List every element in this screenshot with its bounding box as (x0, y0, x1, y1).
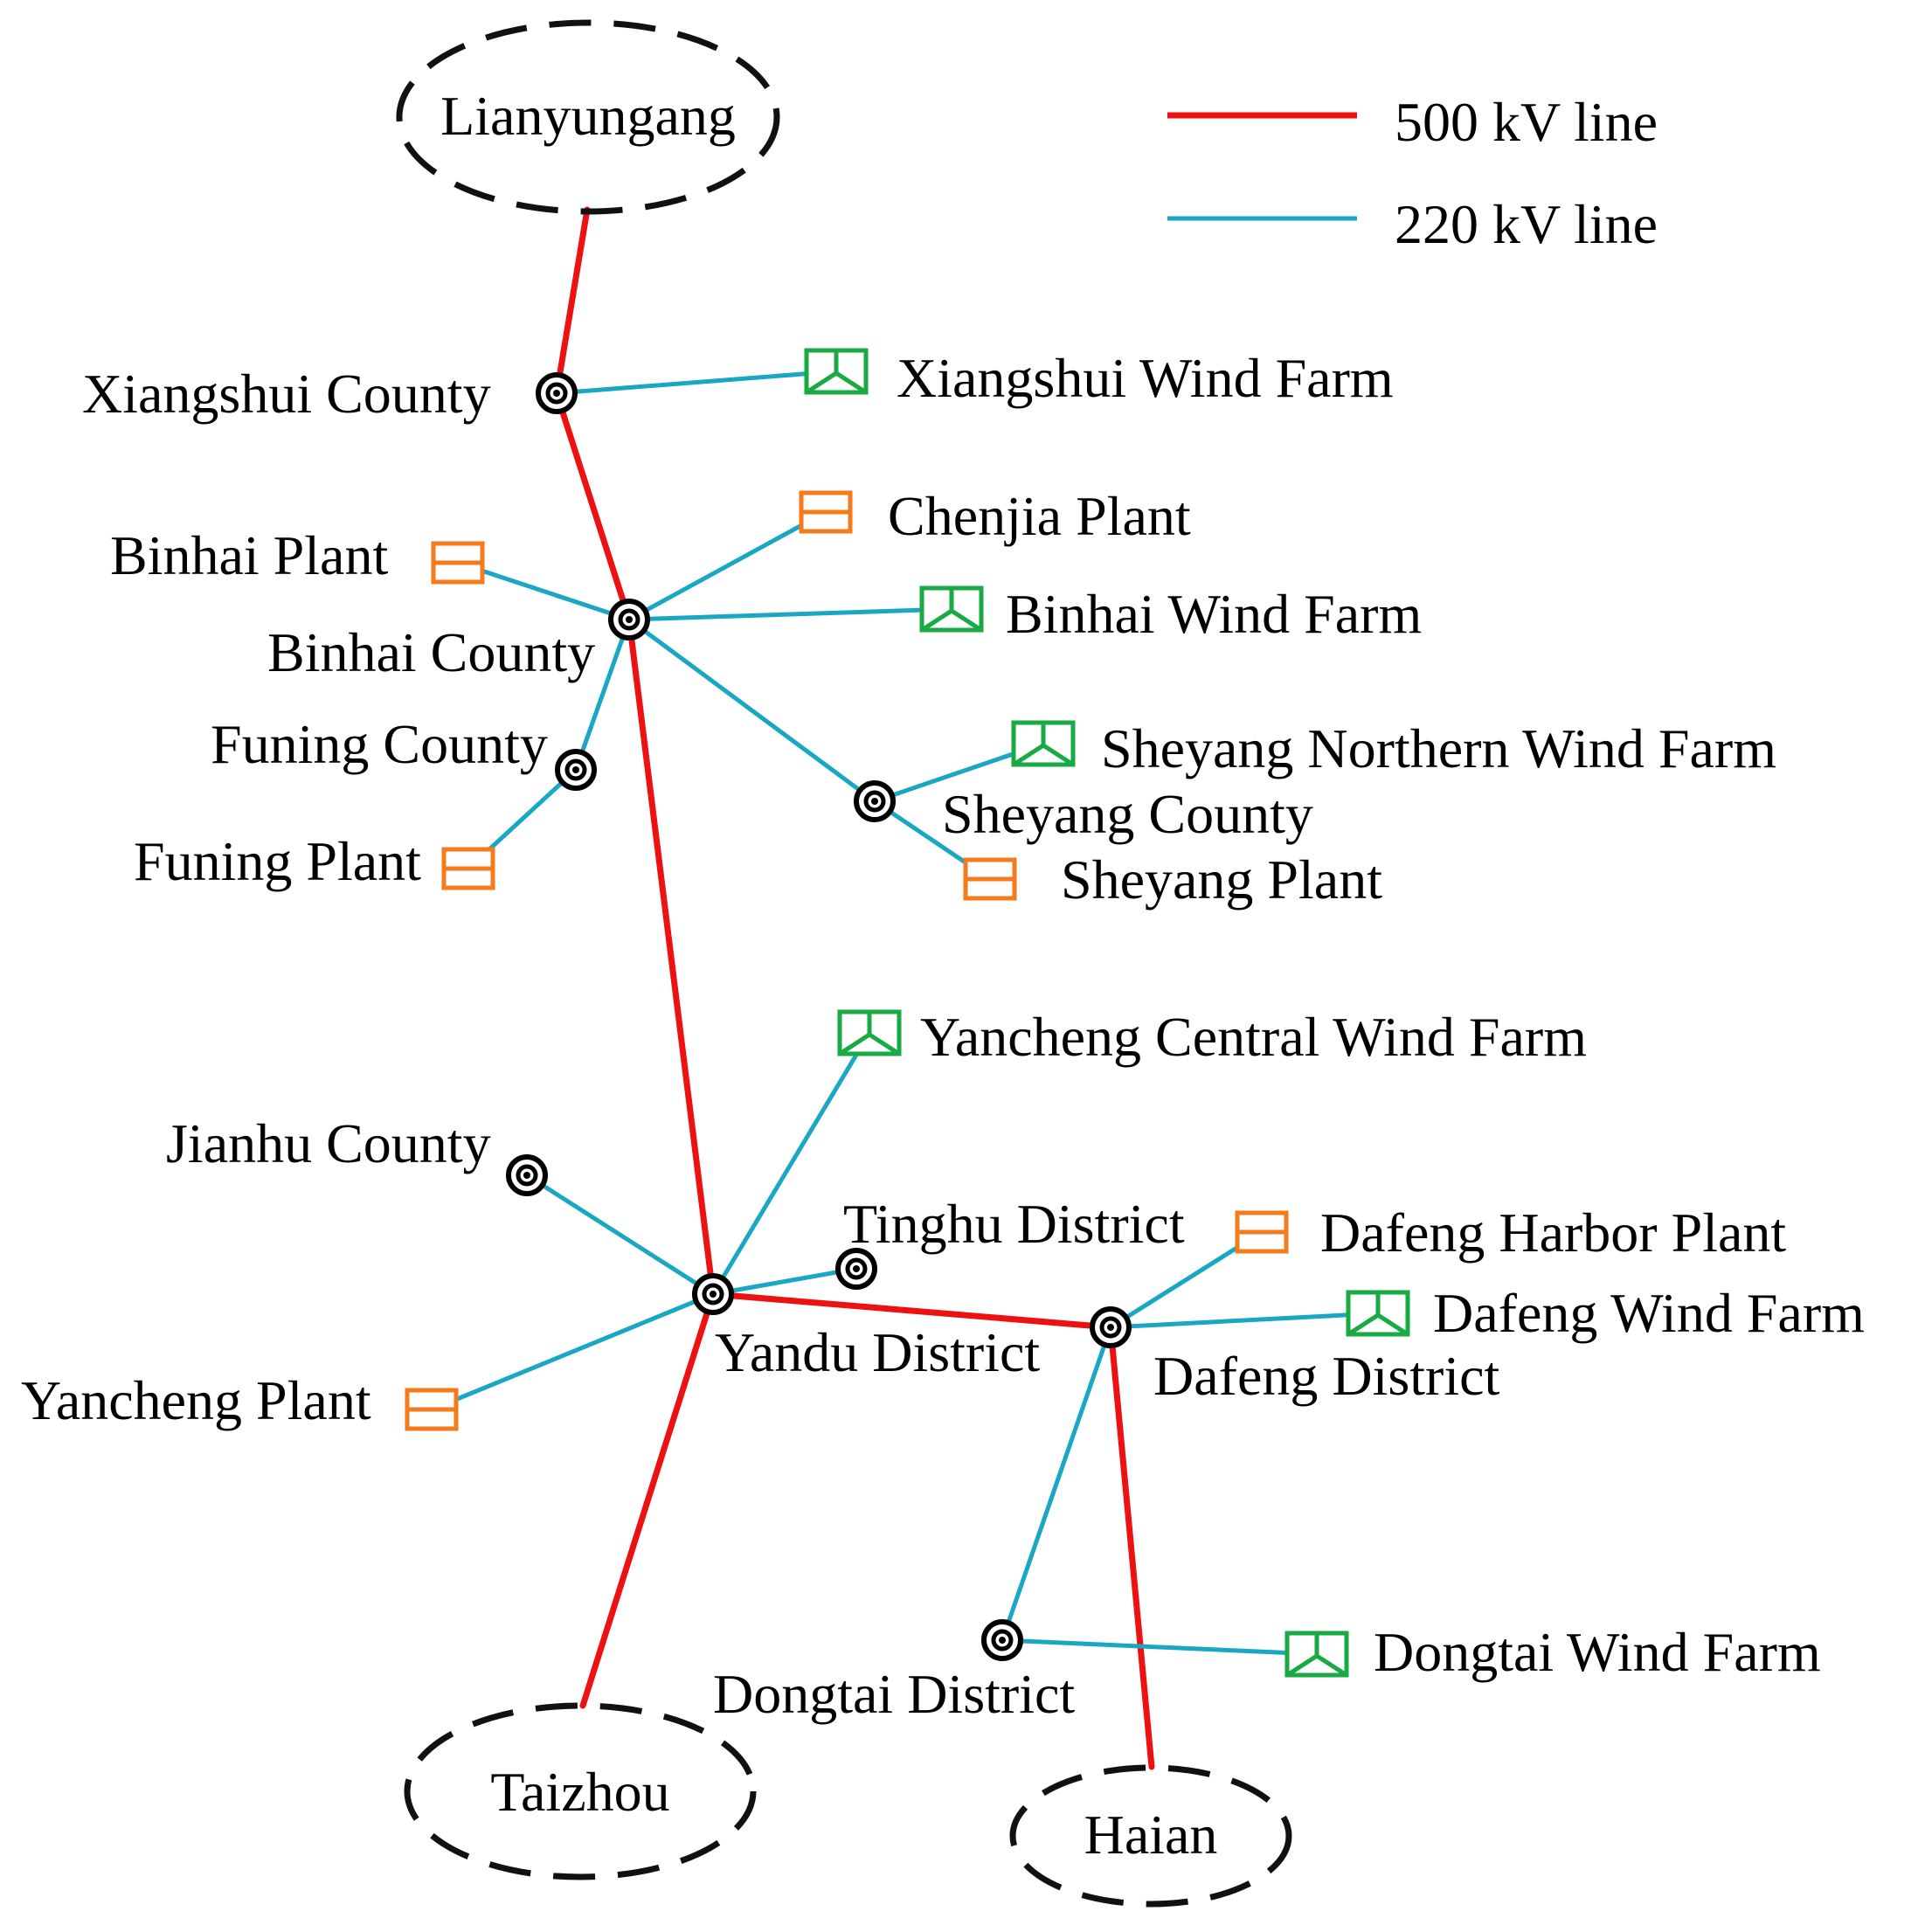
label-binhai-plant: Binhai Plant (110, 524, 388, 586)
label-yancheng-plant: Yancheng Plant (21, 1369, 371, 1431)
label-funing-county: Funing County (211, 713, 548, 775)
line-yandu-tinghu (710, 1266, 859, 1297)
label-dongtai-district: Dongtai District (713, 1663, 1075, 1725)
label-yancheng-central-wind: Yancheng Central Wind Farm (920, 1006, 1587, 1068)
line-binhai-plant-binhai (455, 560, 632, 622)
substation-icon (692, 1273, 734, 1315)
line-dafeng-dafeng-wind (1108, 1311, 1381, 1330)
label-jianhu-county: Jianhu County (166, 1112, 491, 1174)
line-dongtai-dongtai-wind (1000, 1638, 1319, 1657)
line-yandu-yancheng-central-wind (710, 1030, 872, 1297)
label-lianyungang: Lianyungang (440, 85, 736, 147)
legend-500kv-label: 500 kV line (1395, 91, 1658, 153)
label-funing-plant: Funing Plant (134, 830, 421, 892)
node-symbols (396, 19, 1410, 1908)
wind-farm-icon (1346, 1290, 1410, 1337)
label-sheyang-county: Sheyang County (942, 783, 1313, 845)
line-binhai-yandu (626, 616, 717, 1298)
external-grid-icon (396, 19, 780, 215)
line-dafeng-haian (1107, 1324, 1155, 1770)
substation-icon (608, 599, 650, 641)
label-taizhou: Taizhou (490, 1761, 669, 1823)
substation-icon (555, 749, 597, 791)
external-grid-icon (1009, 1764, 1292, 1908)
line-binhai-funing (573, 617, 632, 772)
power-plant-icon (441, 847, 495, 890)
substation-icon (536, 372, 578, 414)
line-jianhu-yandu (524, 1173, 716, 1297)
line-xiangshui-binhai (553, 390, 633, 623)
label-dongtai-wind: Dongtai Wind Farm (1374, 1621, 1821, 1683)
label-dafeng-district: Dafeng District (1153, 1345, 1500, 1407)
line-yancheng-plant-yandu (429, 1291, 716, 1412)
legend-220kv-label: 220 kV line (1395, 193, 1658, 255)
label-binhai-wind: Binhai Wind Farm (1006, 583, 1422, 645)
node-labels: Lianyungang Taizhou Haian Xiangshui Coun… (21, 85, 1865, 1866)
power-plant-icon (799, 490, 853, 534)
connection-lines (429, 206, 1381, 1770)
substation-icon (835, 1248, 877, 1290)
label-sheyang-north-wind: Sheyang Northern Wind Farm (1101, 717, 1776, 779)
label-dafeng-harbor-plant: Dafeng Harbor Plant (1320, 1201, 1786, 1264)
power-plant-icon (405, 1388, 459, 1431)
legend: 500 kV line 220 kV line (1167, 91, 1658, 255)
line-lianyungang-xiangshui (553, 206, 591, 397)
substation-icon (981, 1619, 1023, 1661)
wind-farm-icon (804, 348, 869, 395)
line-yandu-dafeng (710, 1291, 1114, 1331)
label-dafeng-wind: Dafeng Wind Farm (1433, 1282, 1865, 1344)
wind-farm-icon (1284, 1631, 1349, 1678)
wind-farm-icon (919, 585, 984, 633)
label-chenjia-plant: Chenjia Plant (888, 485, 1191, 547)
power-plant-icon (1235, 1210, 1289, 1254)
substation-icon (506, 1154, 548, 1196)
line-xiangshui-xiangshui-wind (554, 369, 839, 396)
substation-icon (1090, 1306, 1132, 1348)
external-grid-icon (404, 1702, 757, 1880)
label-xiangshui-wind: Xiangshui Wind Farm (897, 347, 1394, 409)
label-xiangshui-county: Xiangshui County (82, 363, 491, 425)
power-plant-icon (431, 541, 485, 585)
label-tinghu-district: Tinghu District (843, 1193, 1185, 1255)
line-binhai-chenjia-plant (627, 509, 828, 622)
label-haian: Haian (1084, 1804, 1218, 1866)
line-binhai-sheyang (627, 617, 877, 804)
line-dafeng-dongtai (1000, 1325, 1113, 1643)
label-yandu-district: Yandu District (715, 1321, 1040, 1383)
label-binhai-county: Binhai County (267, 621, 595, 683)
substation-icon (854, 780, 896, 822)
line-binhai-binhai-wind (627, 606, 954, 622)
line-yandu-taizhou (579, 1291, 717, 1709)
label-sheyang-plant: Sheyang Plant (1061, 848, 1382, 911)
power-plant-icon (963, 857, 1017, 901)
wind-farm-icon (1011, 720, 1076, 767)
wind-farm-icon (837, 1009, 902, 1056)
